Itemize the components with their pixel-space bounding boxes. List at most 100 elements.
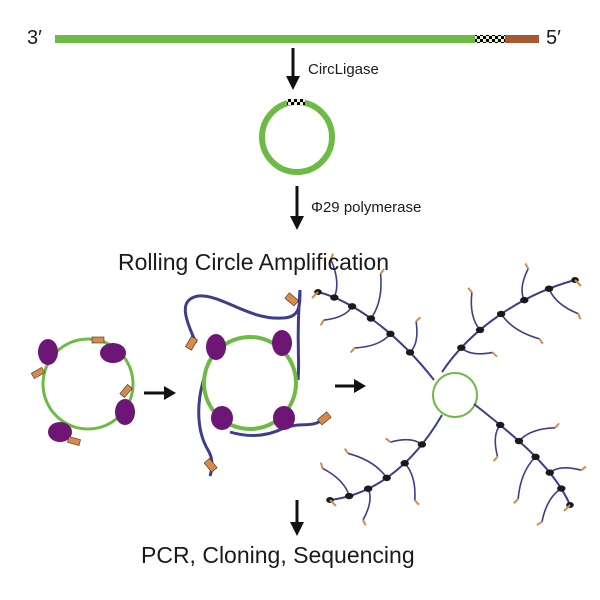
network-node [531,453,540,461]
network-primer-end [415,316,422,323]
checkered-adapter-segment [475,35,505,43]
polymerase-icon [211,406,233,430]
network-main-strand [473,403,571,506]
network-branch [549,467,582,474]
network-branch [518,427,556,442]
step-polymerase-label: Φ29 polymerase [311,199,422,216]
network-branch [500,313,540,340]
network-primer-end [574,279,582,287]
network-branch [347,452,388,479]
network-branch [470,292,481,331]
network-node [557,485,566,492]
network-primer-end [491,351,498,358]
network-main-strand [441,279,576,373]
network-primer-end [524,262,530,270]
network-node [386,330,395,338]
network-branch [517,456,537,500]
polymerase-icon [273,406,295,430]
arrow-right-icon [335,379,366,393]
primer-icon [30,366,46,380]
strand-3prime-label: 3′ [27,27,42,49]
circular-ssdna [259,99,335,175]
network-branch [354,333,392,349]
primer-icon [184,335,198,351]
network-node [417,441,427,448]
arrow-right-icon [144,386,176,400]
network-primer-end [554,422,560,429]
network-branch [460,347,493,355]
network-primer-end [492,455,499,462]
strand-5prime-label: 5′ [546,27,561,49]
primer-icon [67,436,81,446]
ligation-junction [287,99,305,105]
network-node [544,285,554,292]
network-primer-end [311,291,319,299]
network-node [344,492,354,500]
polymerase-icon [272,330,292,356]
network-branch [370,273,382,319]
primer-icon [203,458,218,473]
primer-icon [317,411,332,426]
network-primer-end [329,253,334,260]
network-template-circle [432,372,478,418]
network-primer-end [329,499,337,507]
network-node [496,421,505,429]
primer-icon [284,292,299,307]
arrow-down-icon [286,48,300,90]
network-node [382,474,391,482]
network-primer-end [536,520,543,526]
network-node [496,310,506,318]
network-node [545,469,554,476]
polymerase-icon [115,399,135,425]
network-node [347,303,357,310]
primer-icon [91,336,105,344]
network-node [330,294,339,301]
network-primer-end [513,498,519,504]
brown-adapter-segment [505,35,539,43]
network-branch [322,467,350,497]
network-primer-end [385,437,392,443]
network-node [363,485,373,492]
polymerase-icon [48,422,72,442]
network-node [400,460,409,467]
network-primer-end [580,465,587,471]
network-node [520,296,529,304]
rca-heading: Rolling Circle Amplification [118,249,389,275]
network-primer-end [319,319,325,326]
network-branch [494,424,501,457]
primer-icon [119,384,133,398]
network-branch [548,288,579,315]
network-branch [521,268,529,301]
network-node [514,437,524,445]
network-node [475,326,485,334]
arrow-down-icon [290,186,304,230]
network-primer-end [362,519,367,526]
network-primer-end [319,462,324,469]
polymerase-icon [206,334,226,360]
network-branch [404,462,416,501]
network-primer-end [577,313,582,320]
network-primer-end [343,447,349,455]
template-strand-segment [55,35,475,43]
network-node [457,344,466,351]
network-main-strand [329,414,443,501]
network-primer-end [414,499,420,506]
network-primer-end [538,338,544,345]
network-primer-end [467,287,473,294]
network-branch [390,438,423,446]
network-branch [541,487,562,522]
network-node [366,315,376,322]
network-node [405,349,415,356]
network-branch [362,488,371,521]
linear-ssdna-strand [55,35,539,43]
rca-stage-elongation [183,289,332,477]
polymerase-icon [38,339,58,365]
network-primer-end [379,268,385,275]
polymerase-icon [100,343,126,363]
rca-stage-primed-circle [30,336,135,446]
network-branch [323,305,353,321]
arrow-down-icon [290,500,304,536]
network-branch [409,321,418,353]
